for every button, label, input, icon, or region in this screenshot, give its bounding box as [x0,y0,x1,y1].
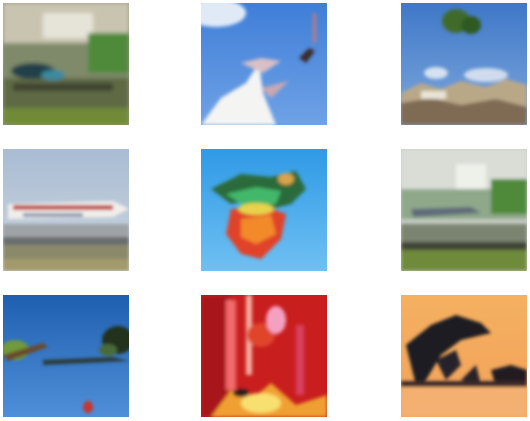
image-tile-8 [201,295,327,417]
image-tile-7 [3,295,129,417]
image-tile-1 [3,3,129,125]
image-tile-5 [201,149,327,271]
image-tile-2 [201,3,327,125]
image-tile-9 [401,295,527,417]
image-tile-3 [401,3,527,125]
image-tile-4 [3,149,129,271]
image-tile-6 [401,149,527,271]
